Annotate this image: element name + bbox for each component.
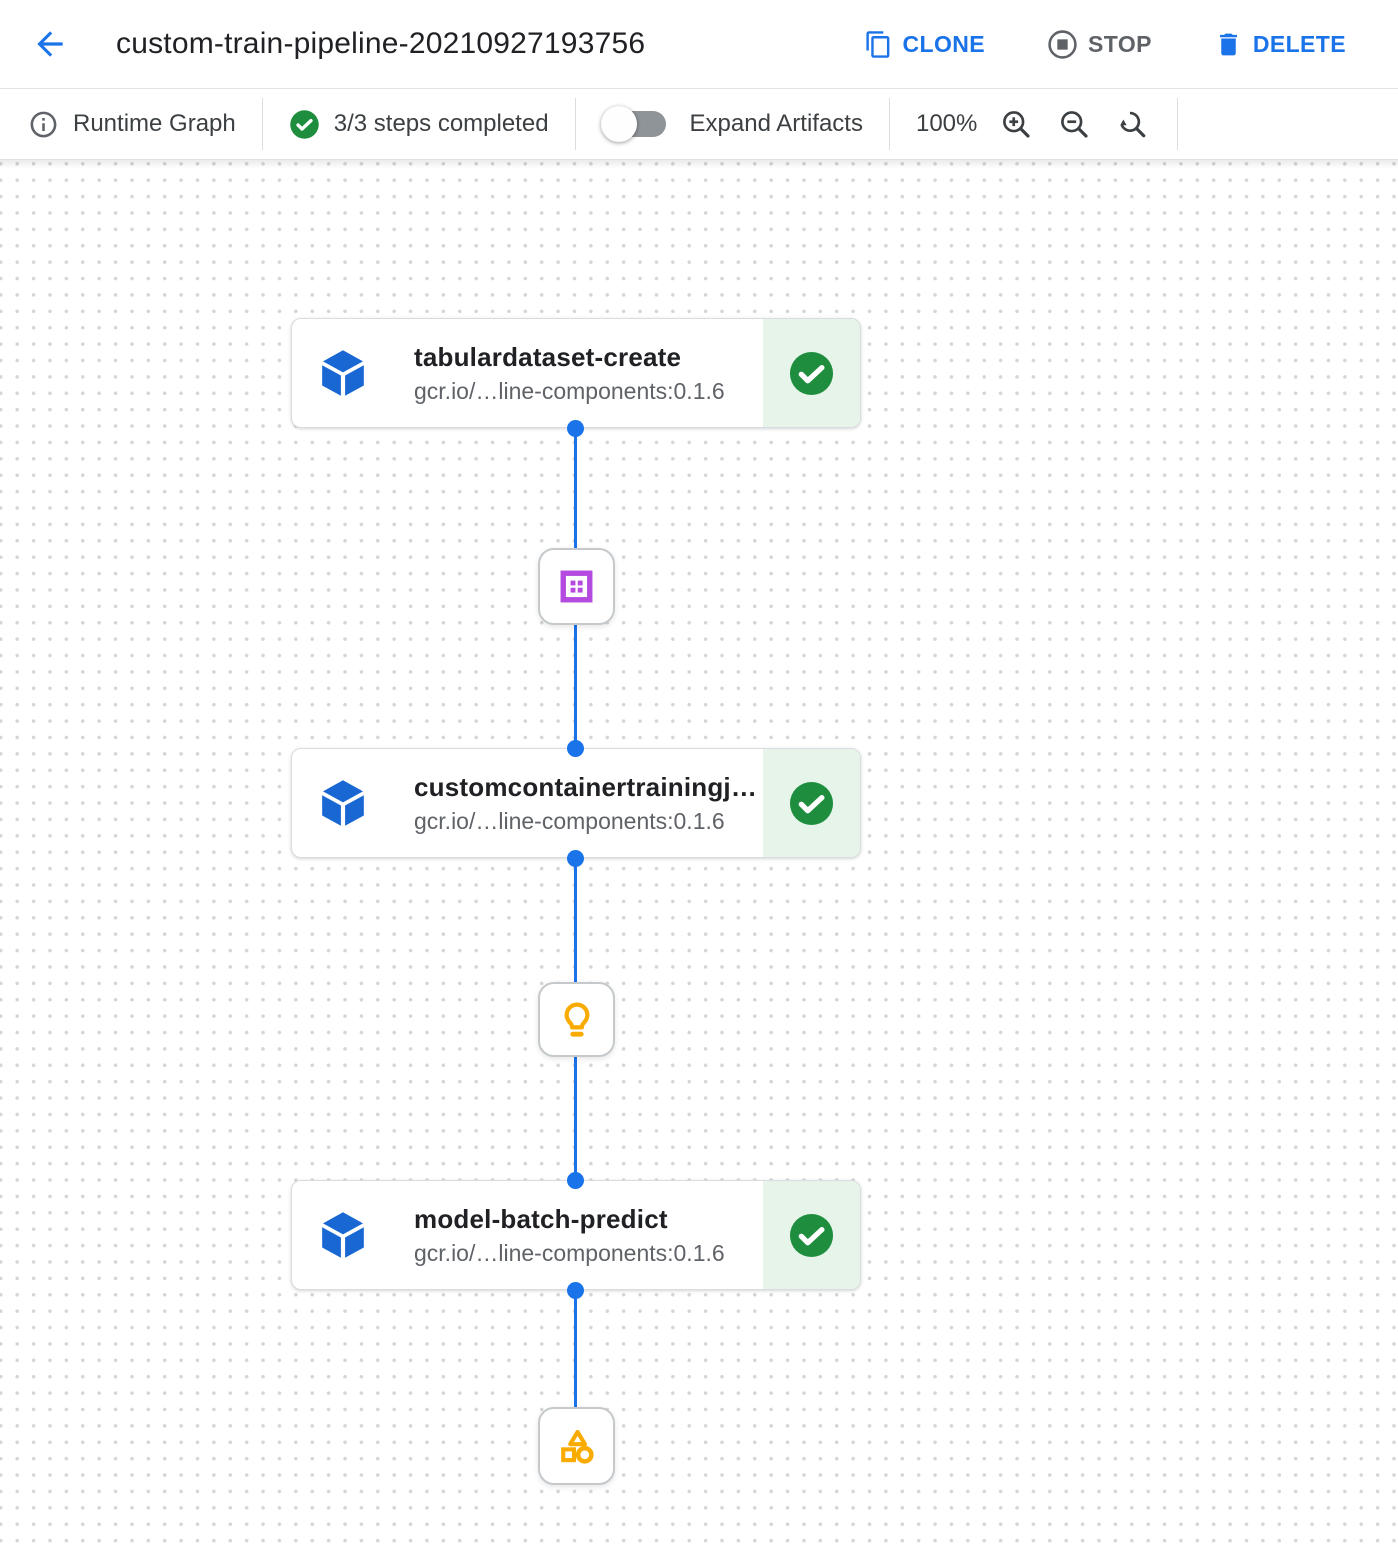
node-title: model-batch-predict: [414, 1203, 668, 1234]
header: custom-train-pipeline-20210927193756 CLO…: [0, 0, 1398, 89]
clone-label: CLONE: [902, 30, 986, 57]
dataset-icon: [560, 570, 593, 603]
graph-toolbar: Runtime Graph 3/3 steps completed Expand…: [0, 89, 1398, 159]
page-title: custom-train-pipeline-20210927193756: [116, 27, 646, 60]
toolbar-divider: [888, 98, 890, 150]
node-subtitle: gcr.io/…line-components:0.1.6: [414, 1239, 725, 1266]
zoom-out-button[interactable]: [1055, 105, 1093, 143]
artifact-node-generic[interactable]: [538, 1407, 615, 1485]
zoom-reset-button[interactable]: [1113, 105, 1151, 143]
stop-button[interactable]: STOP: [1047, 29, 1152, 60]
component-cube-icon: [322, 350, 364, 396]
runtime-graph-group: Runtime Graph: [28, 109, 236, 140]
expand-artifacts-group: Expand Artifacts: [600, 106, 863, 142]
zoom-in-icon: [1003, 111, 1030, 138]
artifact-node-model[interactable]: [538, 982, 615, 1057]
clone-icon: [865, 30, 889, 58]
steps-completed-label: 3/3 steps completed: [333, 110, 549, 137]
zoom-out-icon: [1061, 111, 1088, 138]
success-check-icon: [789, 781, 834, 825]
component-cube-icon: [322, 1212, 364, 1258]
pipeline-graph-canvas[interactable]: tabulardataset-create gcr.io/…line-compo…: [0, 159, 1398, 1543]
component-cube-icon: [322, 780, 364, 826]
zoom-reset-icon: [1120, 111, 1146, 138]
toolbar-divider: [261, 98, 263, 150]
connector-dot: [567, 1172, 584, 1189]
node-title: customcontainertrainingj…: [414, 771, 758, 802]
delete-icon: [1219, 33, 1237, 55]
node-status-badge: [763, 1181, 860, 1289]
connector-dot: [567, 420, 584, 437]
pipeline-node-tabulardataset-create[interactable]: tabulardataset-create gcr.io/…line-compo…: [291, 318, 861, 428]
connector-dot: [567, 850, 584, 867]
header-actions: CLONE STOP DELETE: [864, 29, 1346, 60]
node-title: tabulardataset-create: [414, 341, 682, 372]
connector-dot: [567, 1282, 584, 1299]
clone-button[interactable]: CLONE: [864, 30, 986, 59]
connector-dot: [567, 740, 584, 757]
zoom-level: 100%: [915, 110, 978, 137]
expand-artifacts-label: Expand Artifacts: [689, 110, 863, 137]
zoom-controls: 100%: [916, 105, 1151, 143]
toolbar-divider: [1177, 98, 1179, 150]
info-icon: [30, 111, 57, 137]
pipeline-node-model-batch-predict[interactable]: model-batch-predict gcr.io/…line-compone…: [291, 1180, 861, 1290]
node-status-badge: [763, 749, 860, 857]
artifact-node-dataset[interactable]: [538, 548, 615, 625]
delete-label: DELETE: [1252, 30, 1346, 57]
model-lightbulb-icon: [564, 1002, 589, 1037]
toolbar-divider: [574, 98, 576, 150]
generic-artifact-icon: [561, 1429, 594, 1464]
pipeline-node-customcontainertrainingjob[interactable]: customcontainertrainingj… gcr.io/…line-c…: [291, 748, 861, 858]
runtime-graph-label: Runtime Graph: [73, 110, 236, 137]
node-status-badge: [763, 319, 860, 427]
expand-artifacts-toggle[interactable]: [600, 106, 666, 142]
stop-label: STOP: [1088, 30, 1152, 57]
steps-completed-badge: 3/3 steps completed: [289, 109, 549, 140]
node-subtitle: gcr.io/…line-components:0.1.6: [414, 377, 725, 404]
back-button[interactable]: [30, 24, 70, 64]
check-circle-icon: [290, 109, 319, 139]
back-arrow-icon: [37, 31, 63, 57]
success-check-icon: [789, 351, 834, 395]
success-check-icon: [789, 1213, 834, 1257]
zoom-in-button[interactable]: [997, 105, 1035, 143]
node-subtitle: gcr.io/…line-components:0.1.6: [414, 807, 725, 834]
delete-button[interactable]: DELETE: [1214, 30, 1346, 59]
connector-line: [574, 1288, 577, 1446]
toggle-knob: [600, 106, 637, 142]
stop-icon: [1048, 29, 1077, 59]
